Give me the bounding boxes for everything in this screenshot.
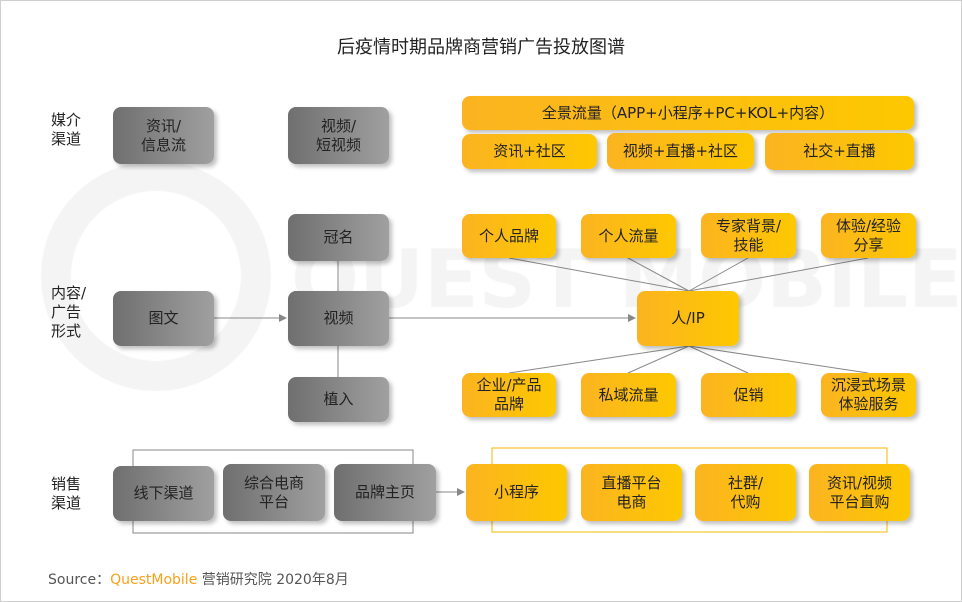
fan-line [688, 257, 749, 292]
node-video-live-community: 视频+直播+社区 [607, 133, 754, 169]
page-title: 后疫情时期品牌商营销广告投放图谱 [337, 37, 625, 58]
node-bottom-1: 私域流量 [581, 373, 676, 417]
node-community-purchase: 社群/ 代购 [695, 464, 796, 521]
node-platform-direct: 资讯/视频 平台直购 [809, 464, 910, 521]
source-note: Source：QuestMobile 营销研究院 2020年8月 [48, 569, 349, 589]
node-offline: 线下渠道 [113, 466, 214, 521]
source-prefix: Source： [48, 572, 111, 588]
fan-line [688, 345, 869, 374]
fan-line [688, 345, 749, 374]
node-news-community: 资讯+社区 [462, 134, 597, 169]
row-label-content: 内容/ 广告 形式 [51, 284, 87, 340]
node-video: 视频 [288, 291, 389, 346]
node-video-short: 视频/ 短视频 [288, 107, 389, 164]
node-ecommerce: 综合电商 平台 [223, 464, 325, 521]
source-suffix: 营销研究院 2020年8月 [197, 572, 349, 588]
fan-line [688, 257, 869, 292]
fan-line [508, 257, 690, 292]
node-news-feed: 资讯/ 信息流 [113, 107, 214, 164]
node-placement: 植入 [288, 377, 389, 422]
node-brand-home: 品牌主页 [334, 464, 436, 521]
fan-line [627, 257, 690, 292]
node-top-1: 个人流量 [581, 214, 676, 258]
node-top-3: 体验/经验 分享 [821, 213, 916, 258]
node-person-ip: 人/IP [637, 291, 739, 346]
node-top-0: 个人品牌 [462, 214, 556, 258]
source-brand: QuestMobile [110, 572, 198, 588]
node-miniapp: 小程序 [466, 464, 567, 521]
node-social-live: 社交+直播 [765, 133, 914, 170]
node-text-image: 图文 [113, 291, 214, 346]
node-bottom-2: 促销 [701, 373, 796, 417]
node-top-2: 专家背景/ 技能 [701, 213, 796, 258]
fan-line [627, 345, 690, 374]
row-label-sales: 销售 渠道 [51, 475, 82, 512]
node-bottom-0: 企业/产品 品牌 [462, 373, 556, 417]
node-bottom-3: 沉浸式场景 体验服务 [821, 373, 916, 417]
node-naming: 冠名 [288, 214, 389, 261]
fan-line [508, 345, 690, 374]
row-label-media: 媒介 渠道 [51, 111, 82, 148]
node-panorama-traffic: 全景流量（APP+小程序+PC+KOL+内容） [462, 96, 914, 130]
node-live-ecommerce: 直播平台 电商 [581, 464, 682, 521]
